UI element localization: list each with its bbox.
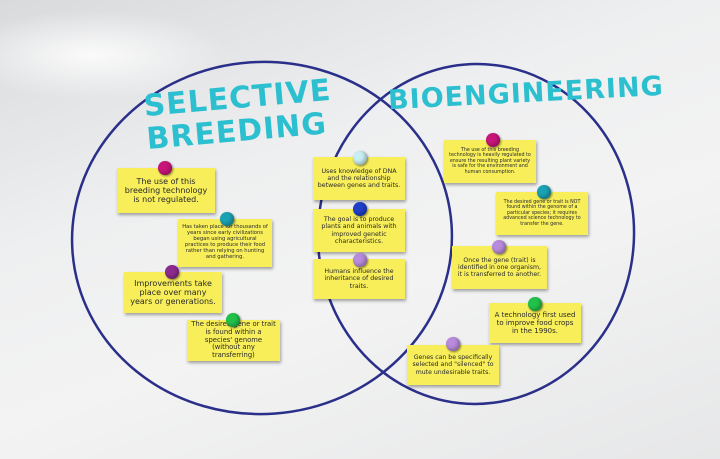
pushpin-magenta-icon [486, 133, 500, 147]
note-text: Improvements take place over many years … [130, 278, 216, 307]
pushpin-teal-icon [537, 185, 551, 199]
note-left-2: Has taken place for thousands of years s… [178, 219, 272, 267]
pushpin-blue-icon [353, 202, 367, 216]
left-circle [70, 60, 454, 416]
note-right-2: The desired gene or trait is NOT found w… [496, 192, 588, 235]
note-left-3: Improvements take place over many years … [124, 272, 222, 313]
note-text: Genes can be specifically selected and "… [412, 354, 494, 376]
note-text: The use of this breeding technology is n… [124, 176, 208, 205]
selective-breeding-heading: SELECTIVE BREEDING [142, 72, 333, 157]
pushpin-lavender-icon [492, 240, 506, 254]
note-text: The desired gene or trait is NOT found w… [503, 199, 581, 227]
selective-breeding-label: SELECTIVE BREEDING [142, 72, 333, 157]
pushpin-magenta-icon [158, 161, 172, 175]
pushpin-teal-icon [220, 212, 234, 226]
note-both-3: Humans influence the inheritance of desi… [313, 259, 405, 299]
note-text: Once the gene (trait) is identified in o… [457, 256, 542, 279]
pushpin-lavender-icon [353, 253, 367, 267]
note-left-1: The use of this breeding technology is n… [117, 168, 215, 213]
note-text: Humans influence the inheritance of desi… [324, 268, 394, 290]
note-text: The goal is to produce plants and animal… [321, 216, 397, 245]
pushpin-green-icon [226, 313, 240, 327]
note-text: The use of this breeding technology is h… [449, 147, 531, 175]
pushpin-teal-icon [353, 151, 367, 165]
note-text: Has taken place for thousands of years s… [182, 224, 268, 260]
pushpin-lavender-icon [446, 337, 460, 351]
note-right-5: Genes can be specifically selected and "… [407, 345, 499, 385]
note-text: A technology first used to improve food … [494, 310, 576, 336]
note-both-2: The goal is to produce plants and animal… [313, 209, 405, 252]
pushpin-purple-icon [165, 265, 179, 279]
pushpin-green-icon [528, 297, 542, 311]
note-text: Uses knowledge of DNA and the relationsh… [317, 167, 401, 190]
note-right-1: The use of this breeding technology is h… [444, 140, 536, 183]
